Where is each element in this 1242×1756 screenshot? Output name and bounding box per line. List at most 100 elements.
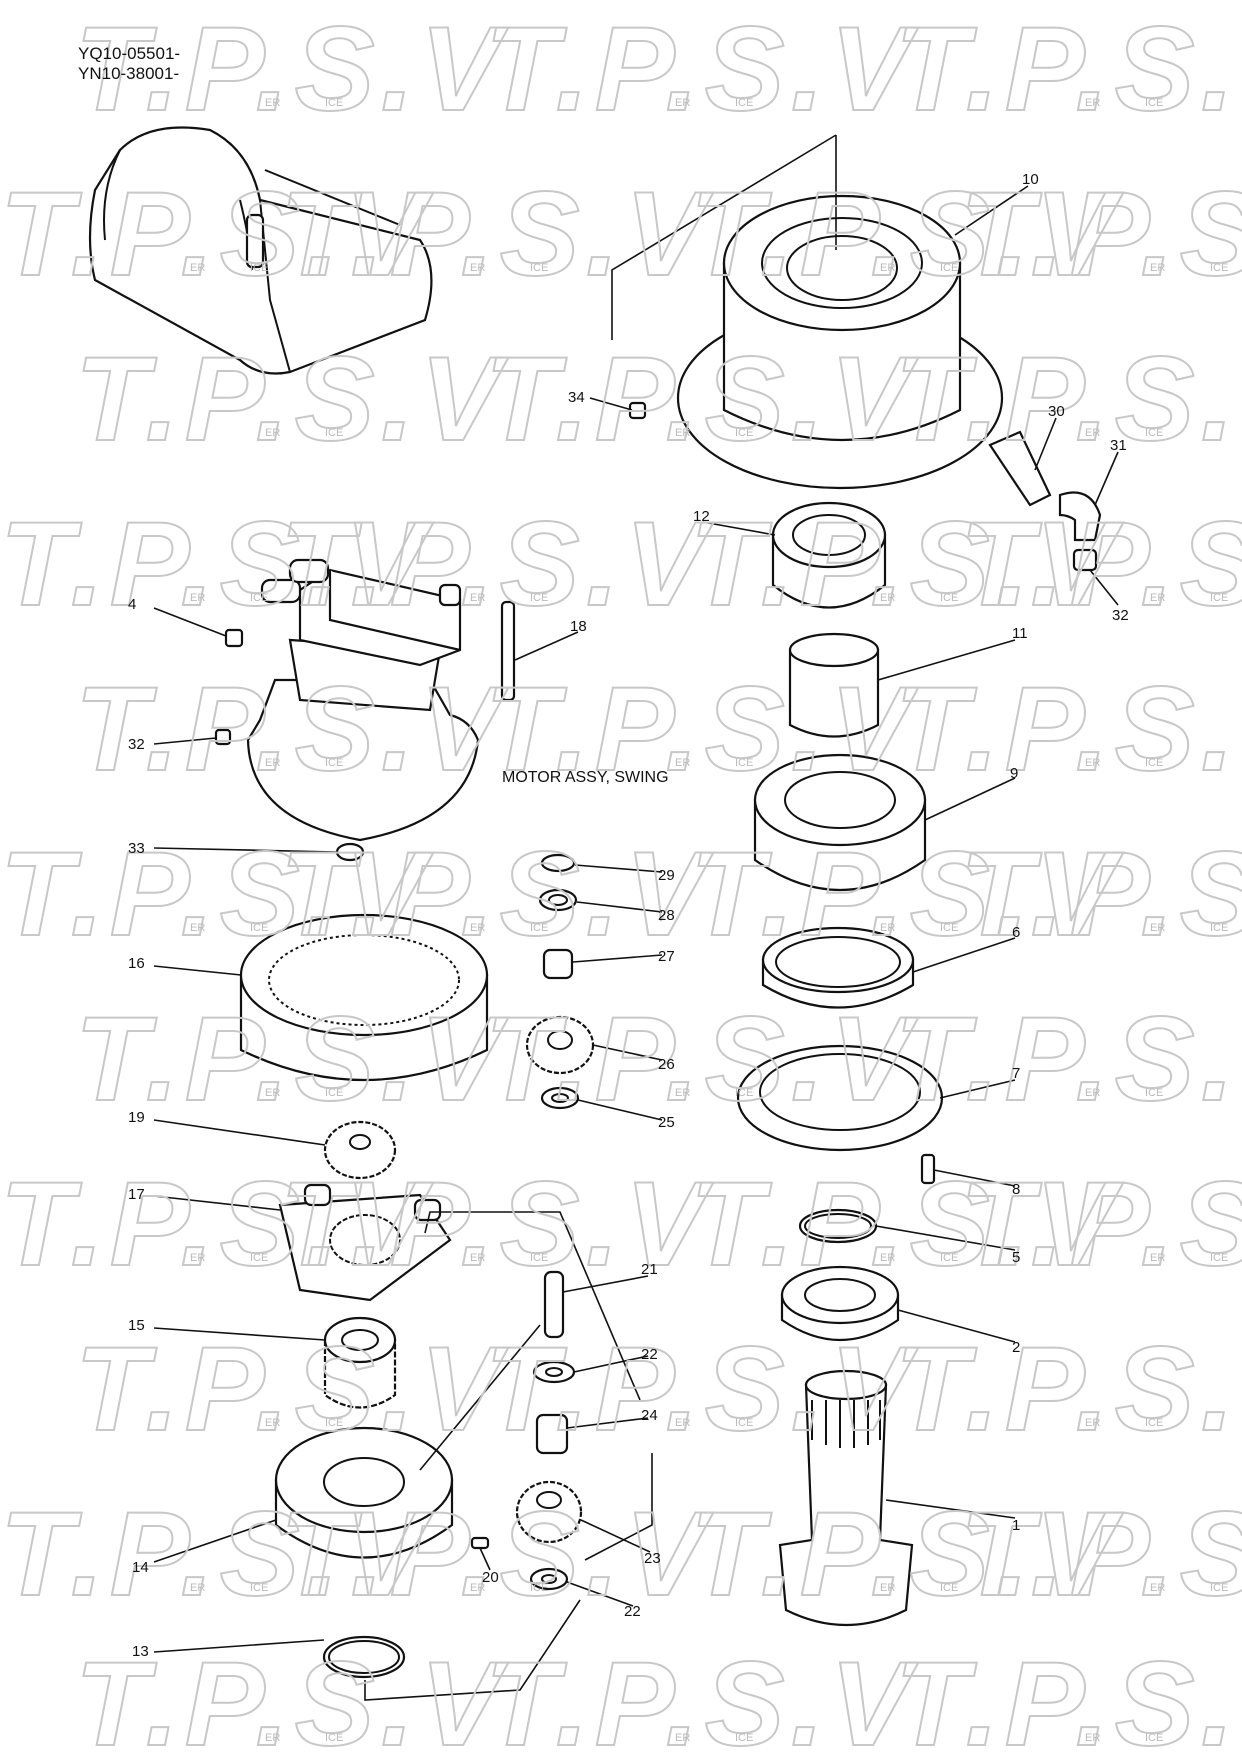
- watermark-suffix: ER: [880, 1252, 895, 1264]
- watermark-suffix: ICE: [530, 592, 548, 604]
- watermark-suffix: ICE: [325, 1087, 343, 1099]
- part-2-seal: [780, 1265, 900, 1342]
- assembly-title: MOTOR ASSY, SWING: [502, 769, 669, 786]
- watermark-suffix: ER: [880, 922, 895, 934]
- watermark-logo: T.P.S.V: [690, 497, 1124, 631]
- watermark-logo: T.P.S.V: [690, 1157, 1124, 1291]
- callout-1: 1: [1012, 1517, 1020, 1534]
- watermark-suffix: ICE: [1210, 262, 1228, 274]
- callout-34: 34: [568, 389, 585, 406]
- callout-15: 15: [128, 1317, 145, 1334]
- watermark-suffix: ER: [1085, 97, 1100, 109]
- part-19-sun-gear: [323, 1120, 397, 1180]
- callout-25: 25: [658, 1114, 675, 1131]
- part-18-bolt: [500, 600, 516, 702]
- part-32-plug-left: [214, 728, 232, 746]
- watermark-suffix: ICE: [530, 1582, 548, 1594]
- watermark-suffix: ICE: [530, 262, 548, 274]
- watermark-suffix: ICE: [735, 1087, 753, 1099]
- part-23-planet-gear: [515, 1480, 583, 1544]
- excavator-location-sketch: [88, 126, 433, 375]
- part-31-elbow: [1058, 491, 1102, 542]
- watermark-suffix: ER: [675, 1087, 690, 1099]
- watermark-suffix: ER: [1085, 1417, 1100, 1429]
- watermark-suffix: ER: [470, 262, 485, 274]
- watermark-logo: T.P.S.V: [690, 1487, 1124, 1621]
- callout-27: 27: [658, 948, 675, 965]
- watermark-logo: T.P.S.V: [485, 662, 919, 796]
- callout-28: 28: [658, 907, 675, 924]
- watermark-suffix: ICE: [250, 262, 268, 274]
- watermark-logo: T.P.S.V: [895, 662, 1242, 796]
- watermark-suffix: ICE: [1145, 1732, 1163, 1744]
- watermark-suffix: ER: [1150, 592, 1165, 604]
- watermark-suffix: ICE: [325, 97, 343, 109]
- watermark-logo: T.P.S.V: [485, 332, 919, 466]
- callout-31: 31: [1110, 437, 1127, 454]
- part-5-o-ring: [798, 1208, 878, 1244]
- watermark-logo: T.P.S.V: [895, 1322, 1242, 1456]
- watermark-suffix: ICE: [1210, 592, 1228, 604]
- callout-12: 12: [693, 508, 710, 525]
- watermark-suffix: ICE: [1210, 1252, 1228, 1264]
- watermark-logo: T.P.S.V: [690, 827, 1124, 961]
- watermark-suffix: ICE: [250, 1582, 268, 1594]
- watermark-suffix: ICE: [735, 427, 753, 439]
- watermark-suffix: ICE: [530, 1252, 548, 1264]
- watermark-suffix: ICE: [940, 922, 958, 934]
- part-25-washer: [540, 1086, 580, 1110]
- watermark-suffix: ER: [470, 1582, 485, 1594]
- callout-6: 6: [1012, 924, 1020, 941]
- watermark-logo: T.P.S.V: [0, 827, 434, 961]
- watermark-suffix: ICE: [325, 427, 343, 439]
- watermark-logo: T.P.S.V: [0, 1157, 434, 1291]
- watermark-suffix: ER: [265, 1417, 280, 1429]
- watermark-logo: T.P.S.V: [75, 1637, 509, 1756]
- watermark-logo: T.P.S.V: [960, 167, 1242, 301]
- watermark-suffix: ICE: [325, 1732, 343, 1744]
- watermark-logo: T.P.S.V: [280, 827, 714, 961]
- watermark-suffix: ER: [1150, 1582, 1165, 1594]
- part-22-thrust-washer-lower: [529, 1567, 569, 1591]
- part-16-ring-gear: [239, 913, 489, 1081]
- watermark-logo: T.P.S.V: [0, 167, 434, 301]
- watermark-suffix: ER: [470, 922, 485, 934]
- watermark-suffix-layer: ER ICE ER ICE ER ICE ER ICE ER ICE ER ICE ER ICE ER ICE…: [190, 97, 1228, 1744]
- part-14-carrier: [274, 1426, 454, 1559]
- serial-range-2: YN10-38001-: [78, 64, 180, 83]
- part-15-gear: [323, 1316, 397, 1409]
- callout-26: 26: [658, 1056, 675, 1073]
- watermark-suffix: ICE: [325, 757, 343, 769]
- watermark-suffix: ER: [880, 592, 895, 604]
- watermark-logo: T.P.S.V: [960, 1487, 1242, 1621]
- watermark-suffix: ER: [880, 1582, 895, 1594]
- part-27-needle-bearing: [542, 948, 574, 980]
- watermark-suffix: ICE: [940, 592, 958, 604]
- watermark-suffix: ICE: [1210, 922, 1228, 934]
- watermark-suffix: ER: [190, 592, 205, 604]
- watermark-suffix: ER: [470, 592, 485, 604]
- part-10-housing: [676, 194, 1004, 490]
- watermark-suffix: ICE: [940, 262, 958, 274]
- watermark-suffix: ICE: [940, 1582, 958, 1594]
- part-12-bearing: [771, 501, 887, 609]
- callout-2: 2: [1012, 1339, 1020, 1356]
- watermark-suffix: ER: [1150, 922, 1165, 934]
- callout-18: 18: [570, 618, 587, 635]
- callout-29: 29: [658, 867, 675, 884]
- watermark-suffix: ER: [265, 1732, 280, 1744]
- part-21-pin: [543, 1270, 565, 1339]
- watermark-suffix: ER: [675, 1417, 690, 1429]
- watermark-suffix: ICE: [735, 1417, 753, 1429]
- part-11-sleeve: [788, 632, 880, 738]
- watermark-suffix: ICE: [250, 1252, 268, 1264]
- callout-19: 19: [128, 1109, 145, 1126]
- part-17-carrier: [278, 1183, 452, 1302]
- callout-22-upper: 22: [641, 1346, 658, 1363]
- watermark-suffix: ER: [265, 427, 280, 439]
- part-29-snap-ring: [540, 853, 576, 873]
- watermark-suffix: ER: [1085, 1087, 1100, 1099]
